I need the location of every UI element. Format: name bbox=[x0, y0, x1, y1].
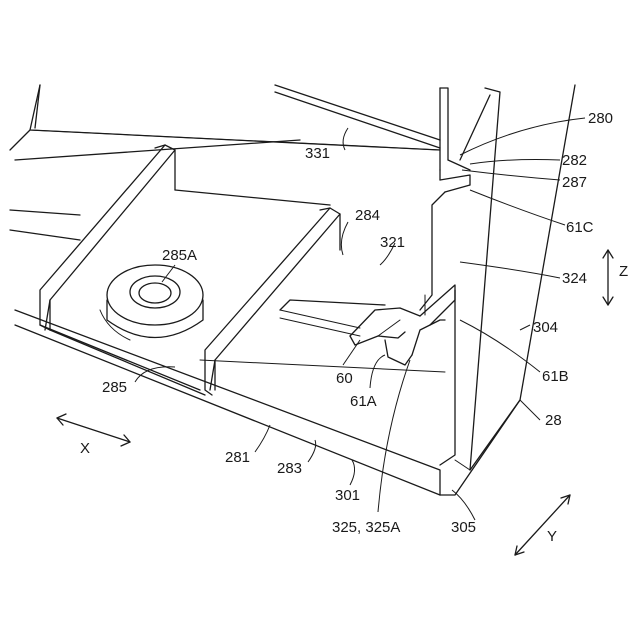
x-axis-arrow bbox=[57, 414, 130, 446]
vertical-post-280 bbox=[440, 88, 500, 470]
stopper-60 bbox=[350, 285, 455, 365]
reference-labels: 280 282 287 331 61C 284 321 324 285A 304… bbox=[80, 110, 628, 545]
label-61b: 61B bbox=[542, 368, 569, 385]
label-y: Y bbox=[547, 528, 557, 545]
label-284: 284 bbox=[355, 207, 380, 224]
label-325-325a: 325, 325A bbox=[332, 519, 400, 536]
label-285a: 285A bbox=[162, 247, 197, 264]
z-axis-arrow bbox=[603, 250, 613, 305]
y-axis-arrow bbox=[515, 495, 570, 555]
label-z: Z bbox=[619, 263, 628, 280]
side-wall-304 bbox=[440, 85, 575, 495]
rear-wall bbox=[10, 85, 440, 160]
label-321: 321 bbox=[380, 234, 405, 251]
left-channel bbox=[40, 145, 330, 395]
label-281: 281 bbox=[225, 449, 250, 466]
inner-wall-324 bbox=[420, 170, 470, 465]
boss-285a bbox=[100, 265, 203, 340]
label-331: 331 bbox=[305, 145, 330, 162]
label-280: 280 bbox=[588, 110, 613, 127]
label-61c: 61C bbox=[566, 219, 594, 236]
label-60: 60 bbox=[336, 370, 353, 387]
label-28: 28 bbox=[545, 412, 562, 429]
label-304: 304 bbox=[533, 319, 558, 336]
label-305: 305 bbox=[451, 519, 476, 536]
label-x: X bbox=[80, 440, 90, 457]
label-285: 285 bbox=[102, 379, 127, 396]
label-324: 324 bbox=[562, 270, 587, 287]
label-287: 287 bbox=[562, 174, 587, 191]
label-283: 283 bbox=[277, 460, 302, 477]
label-282: 282 bbox=[562, 152, 587, 169]
label-301: 301 bbox=[335, 487, 360, 504]
label-61a: 61A bbox=[350, 393, 377, 410]
